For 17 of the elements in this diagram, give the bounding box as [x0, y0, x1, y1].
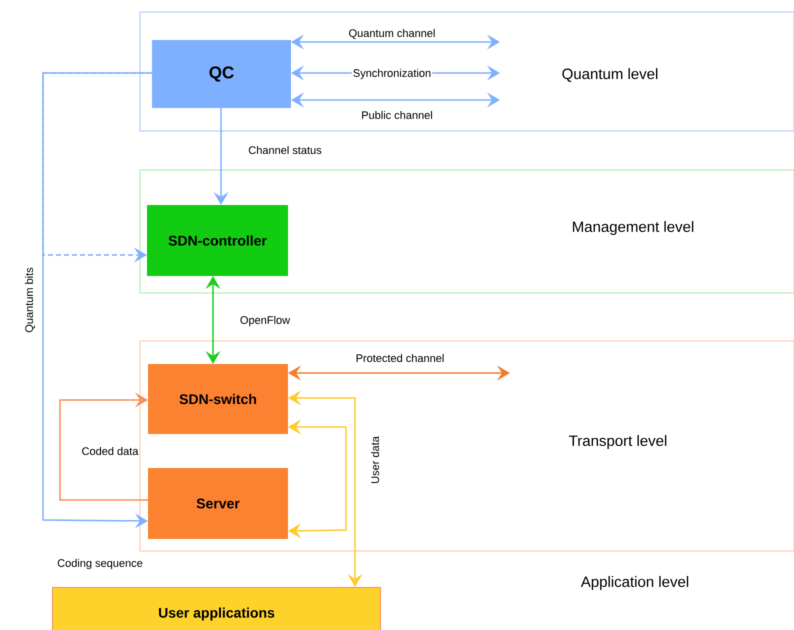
edge-label: Public channel	[362, 110, 432, 120]
edge-label: Channel status	[248, 146, 322, 154]
edge-label: Synchronization	[352, 68, 432, 80]
edge-label: OpenFlow	[240, 316, 290, 326]
process-box: QC	[152, 40, 291, 108]
arrow	[59, 392, 148, 501]
process-box: Server	[148, 468, 288, 539]
edge-label: Quantum bits	[24, 268, 36, 332]
edge-label: Protected channel	[356, 354, 444, 362]
edge-label: Quantum channel	[349, 28, 435, 40]
process-box: User applications	[52, 587, 381, 630]
process-box: SDN-controller	[147, 205, 288, 276]
level-label: Application level	[580, 576, 688, 590]
edge-label: Coded data	[80, 446, 140, 456]
note-text: Coding sequence	[58, 558, 142, 570]
edge-label: User data	[370, 436, 380, 483]
process-box: SDN-switch	[148, 364, 288, 434]
